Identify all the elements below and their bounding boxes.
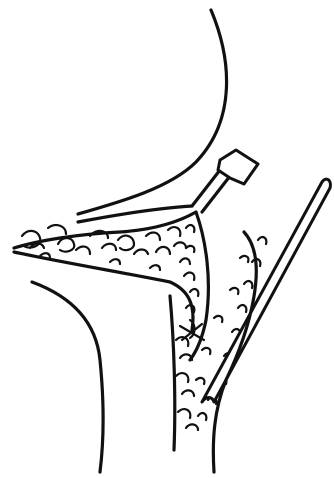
tube-device <box>192 150 258 212</box>
right-lower-edge <box>170 296 175 450</box>
tube-shaft <box>192 170 230 212</box>
long-rod <box>202 179 330 402</box>
tube-cap <box>218 150 258 184</box>
upper-curve <box>78 10 227 214</box>
lower-curve <box>32 282 103 472</box>
